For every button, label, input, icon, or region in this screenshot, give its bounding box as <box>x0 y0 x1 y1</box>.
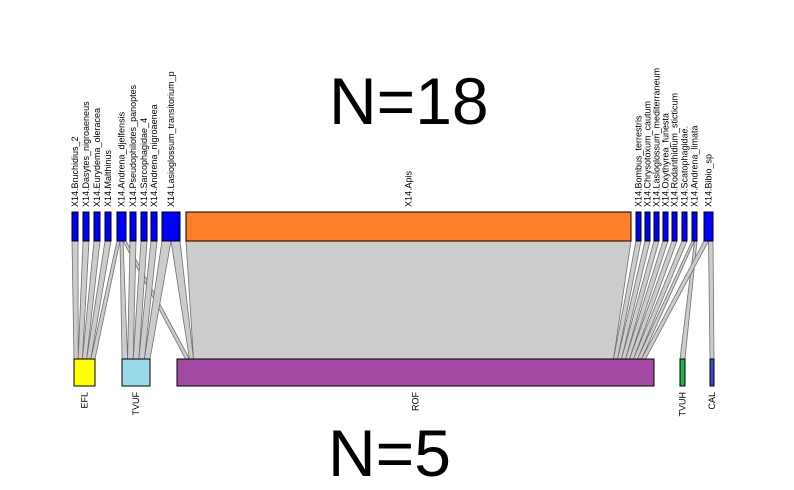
top-node-pse <box>129 211 137 242</box>
top-node-adj <box>116 211 127 242</box>
link-layer <box>71 240 715 360</box>
top-node-layer <box>71 211 714 242</box>
top-node-sca <box>681 211 688 242</box>
top-node-label-adj: X14.Andrena_djelfensis <box>117 111 127 207</box>
top-node-bru <box>71 211 79 242</box>
top-node-label-pse: X14.Pseudophilotes_panoptes <box>128 84 138 207</box>
top-node-label-rod: X14.Rodanthidium_sticticum <box>670 93 680 207</box>
top-node-label-das: X14.Dasytes_nigroaeneus <box>81 101 91 207</box>
top-node-label-apis: X14.Apis <box>404 170 414 207</box>
bottom-node-label-TVUF: TVUF <box>131 392 141 416</box>
top-node-sar <box>140 211 148 242</box>
link-bib-CAL <box>708 240 715 360</box>
bottom-node-EFL <box>73 358 96 387</box>
top-node-lme <box>653 211 660 242</box>
bottom-count-label: N=5 <box>328 416 451 490</box>
top-node-label-lme: X14.Lasioglossum_mediterraneum <box>652 68 662 207</box>
bottom-node-TVUF <box>121 358 151 387</box>
top-node-chr <box>644 211 651 242</box>
bottom-node-label-TVUH: TVUH <box>678 392 688 417</box>
top-node-label-ani: X14.Andrena_nigroaenea <box>149 104 159 207</box>
bottom-node-CAL <box>709 358 715 387</box>
top-node-oxy <box>662 211 669 242</box>
top-node-eur <box>93 211 101 242</box>
bottom-node-label-CAL: CAL <box>707 392 717 410</box>
top-node-ani <box>150 211 158 242</box>
top-node-label-bom: X14.Bombus_terrestris <box>634 115 644 207</box>
bottom-node-TVUH <box>679 358 686 387</box>
link-bru-EFL <box>71 240 79 360</box>
top-node-rod <box>671 211 678 242</box>
top-node-apis <box>185 211 632 242</box>
top-node-label-bib: X14.Bibio_sp <box>704 154 714 207</box>
top-node-bom <box>635 211 642 242</box>
top-node-ali <box>691 211 698 242</box>
top-node-label-sar: X14.Sarcophagidae_4 <box>139 118 149 207</box>
top-node-label-las: X14.Lasioglossum_transitorium_p <box>166 71 176 207</box>
bottom-node-label-EFL: EFL <box>80 392 90 409</box>
top-node-das <box>82 211 90 242</box>
top-node-label-chr: X14.Chrysotoxum_cautum <box>643 101 653 207</box>
bottom-node-label-ROF: ROF <box>411 392 421 412</box>
top-node-mal <box>104 211 112 242</box>
top-node-label-sca: X14.Scatophagidae. <box>680 126 690 207</box>
top-node-label-oxy: X14.Oxythyrea_funesta <box>661 113 671 207</box>
top-node-label-bru: X14.Bruchidius_2 <box>70 136 80 207</box>
top-node-label-ali: X14.Andrena_limata <box>690 125 700 207</box>
link-apis-ROF <box>185 240 632 360</box>
top-node-label-eur: X14.Eurydema_oleracea <box>92 108 102 207</box>
link-adj-TVUF <box>119 240 129 360</box>
top-node-las <box>161 211 181 242</box>
top-node-bib <box>703 211 714 242</box>
top-node-label-mal: X14.Malthinus <box>103 149 113 207</box>
bottom-node-layer <box>73 358 715 387</box>
bottom-node-ROF <box>176 358 655 387</box>
top-count-label: N=18 <box>329 64 489 138</box>
